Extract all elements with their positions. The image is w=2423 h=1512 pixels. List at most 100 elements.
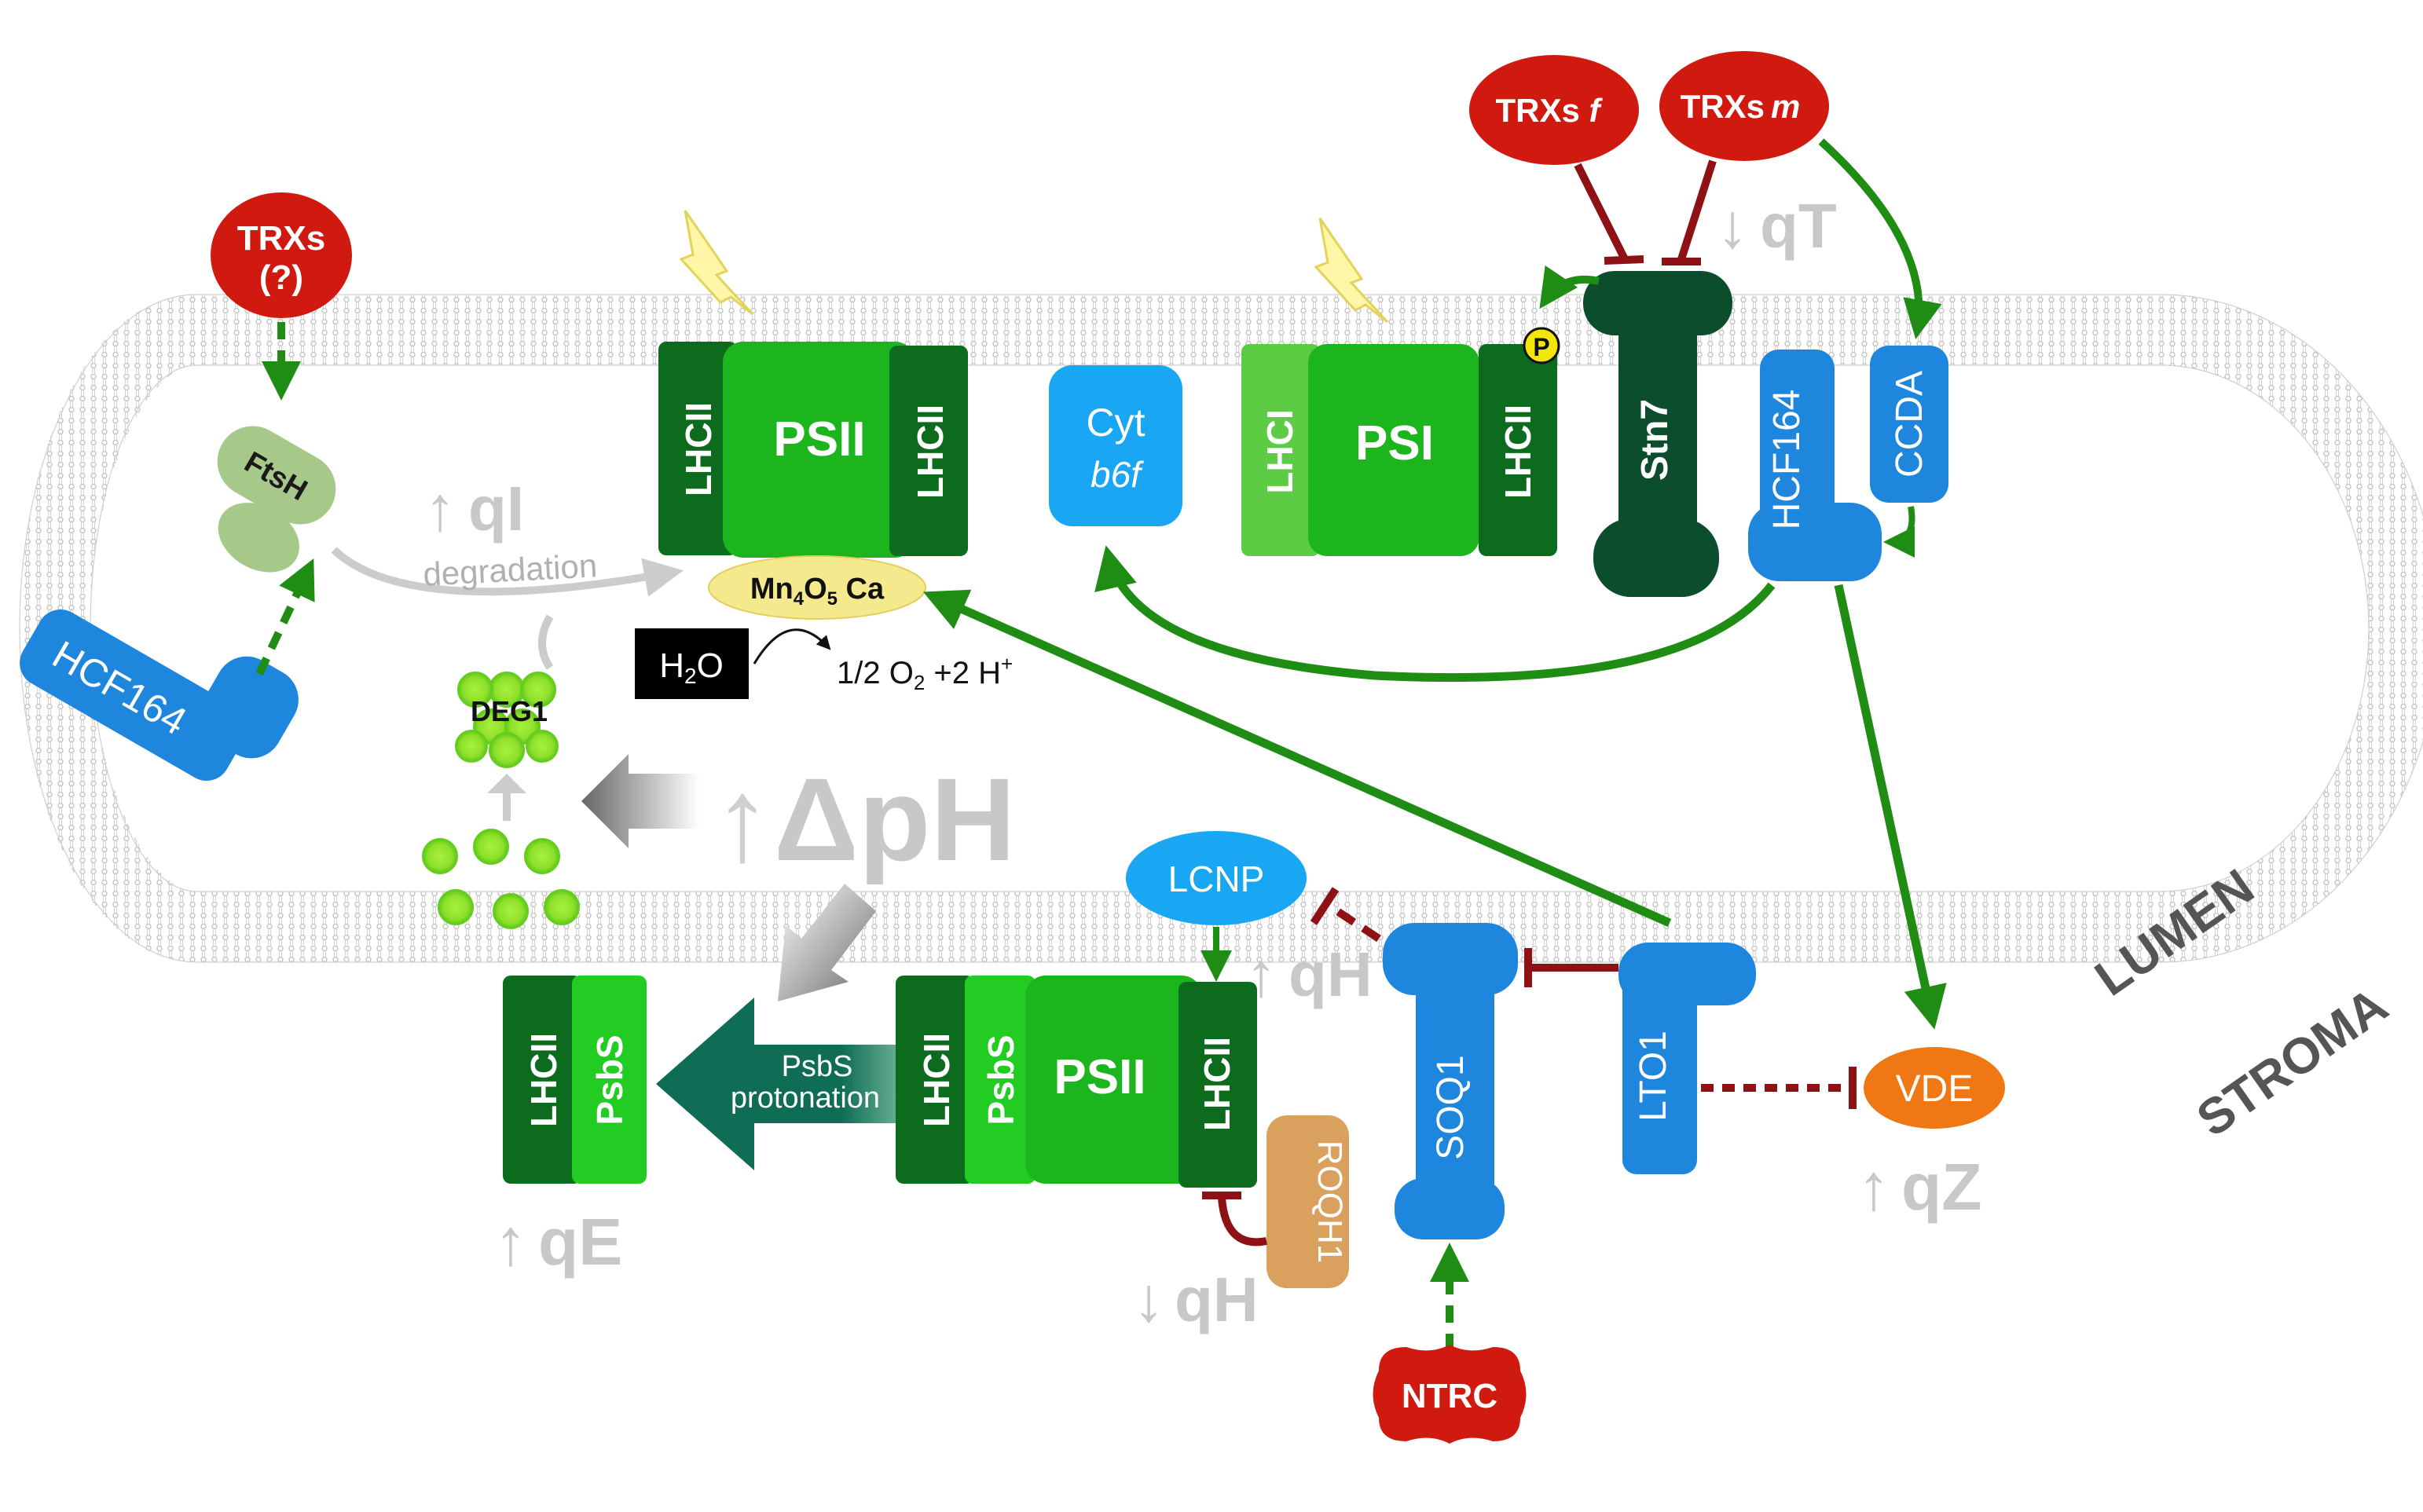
svg-text:ΔpH: ΔpH [774,753,1016,885]
delta-ph-label: ↑ ΔpH [713,753,1016,885]
lightning-bolt-icon [679,210,754,316]
qt-label: ↓ qT [1717,191,1837,261]
psii-top-complex: LHCII PSII LHCII [658,342,968,558]
svg-text:↑: ↑ [494,1205,527,1279]
svg-text:qH: qH [1288,939,1373,1009]
activation-arrow [255,558,315,676]
psii-bottom-complex: LHCII PsbS PSII LHCII [896,976,1257,1188]
svg-text:PsbS: PsbS [589,1034,630,1125]
deltaph-arrow-down [778,884,876,1001]
svg-text:b6f: b6f [1091,454,1144,495]
svg-text:PSI: PSI [1355,416,1434,470]
svg-text:qT: qT [1760,191,1837,261]
svg-text:ROQH1: ROQH1 [1310,1140,1349,1263]
degradation-label: degradation [422,547,598,593]
svg-text:protonation: protonation [731,1082,880,1115]
svg-text:TRXs: TRXs [237,219,325,258]
svg-text:↑: ↑ [713,753,772,885]
svg-text:TRXs f: TRXs f [1495,92,1603,129]
lto1: LTO1 [1618,943,1756,1174]
trxs-unknown: TRXs (?) [211,192,352,318]
svg-text:LHCII: LHCII [910,405,951,499]
svg-text:(?): (?) [259,258,303,297]
hcf164-to-cyt-arrow [1094,545,1776,683]
degradation-arrow [331,547,684,597]
qe-label: ↑ qE [494,1205,622,1279]
svg-text:PSII: PSII [773,412,865,467]
qh-up-label: ↑ qH [1245,939,1373,1009]
svg-text:PsbS: PsbS [782,1050,853,1083]
water-split-arrow [753,628,831,664]
svg-text:qE: qE [538,1205,622,1279]
svg-text:LHCII: LHCII [678,402,719,496]
deltaph-arrow-left [581,754,699,848]
svg-text:Stn7: Stn7 [1634,399,1676,481]
svg-text:qZ: qZ [1901,1150,1982,1224]
svg-text:LTO1: LTO1 [1633,1031,1674,1122]
svg-text:H2O: H2O [659,646,724,688]
svg-text:PSII: PSII [1054,1050,1146,1104]
qh-down-label: ↓ qH [1133,1265,1259,1334]
ntrc: NTRC [1373,1345,1527,1444]
roqh1-inhibits-lhcii [1202,1192,1267,1247]
ccda: CCDA [1870,346,1948,503]
lto1-to-psii-arrow [922,589,1672,928]
svg-text:LHCII: LHCII [1197,1037,1237,1131]
ftsh: FtsH [217,426,336,573]
inhibition-arrows-stn7 [1574,159,1717,265]
svg-text:↑: ↑ [424,474,456,544]
soq1: SOQ1 [1383,923,1518,1239]
thylakoid-membrane [19,294,2423,963]
svg-text:LCNP: LCNP [1168,859,1265,899]
svg-text:↓: ↓ [1133,1265,1164,1334]
qz-label: ↑ qZ [1857,1150,1982,1224]
svg-text:LHCII: LHCII [523,1033,564,1127]
trxs-f: TRXs f [1469,55,1639,165]
lhcii-psbs-left: LHCII PsbS [503,976,647,1184]
hcf164-right: HCF164 [1748,350,1882,581]
svg-text:↓: ↓ [1717,191,1748,261]
stroma-label: STROMA [2187,976,2397,1148]
svg-text:VDE: VDE [1896,1068,1974,1110]
stn7: Stn7 [1583,271,1732,597]
lcnp: LCNP [1126,831,1307,925]
svg-text:↑: ↑ [1857,1150,1890,1224]
phosphorylation-arrow [1539,265,1600,309]
svg-text:Cyt: Cyt [1087,401,1146,445]
svg-text:HCF164: HCF164 [1766,390,1808,530]
psbs-protonation-arrow: PsbS protonation [656,998,904,1170]
deg1-link [538,614,554,670]
soq1-inhibits-lcnp [1310,887,1381,943]
svg-text:DEG1: DEG1 [471,695,548,727]
assembly-arrow [487,774,526,821]
svg-text:LHCII: LHCII [916,1033,957,1127]
water-box: H2O [635,628,749,699]
activation-arrow [1818,138,1942,339]
svg-text:CCDA: CCDA [1889,371,1930,478]
hcf164-to-vde-arrow [1834,584,1947,1030]
qi-label: ↑ qI [424,474,524,544]
cyt-b6f: Cyt b6f [1049,365,1182,526]
deg1-monomers [422,829,580,929]
lto1-inhibits-soq1 [1524,948,1618,987]
svg-text:LHCII: LHCII [1497,405,1538,499]
ccda-to-hcf164-arrow [1883,506,1915,558]
svg-text:NTRC: NTRC [1402,1377,1497,1415]
svg-text:P: P [1533,333,1549,361]
deg1-complex: DEG1 [455,672,559,768]
svg-text:LHCI: LHCI [1259,409,1300,493]
psi-complex: LHCI PSI LHCII P [1241,327,1560,556]
mn-cluster: Mn4O5 Ca [708,555,926,620]
svg-text:qH: qH [1175,1265,1259,1334]
roqh1: ROQH1 [1266,1115,1349,1288]
svg-text:Mn4O5 Ca: Mn4O5 Ca [750,573,885,610]
water-products: 1/2 O2 +2 H+ [837,652,1013,694]
lightning-bolt-icon [1314,218,1389,324]
svg-text:PsbS: PsbS [981,1034,1021,1125]
svg-text:SOQ1: SOQ1 [1430,1055,1472,1159]
vde: VDE [1864,1047,2005,1129]
